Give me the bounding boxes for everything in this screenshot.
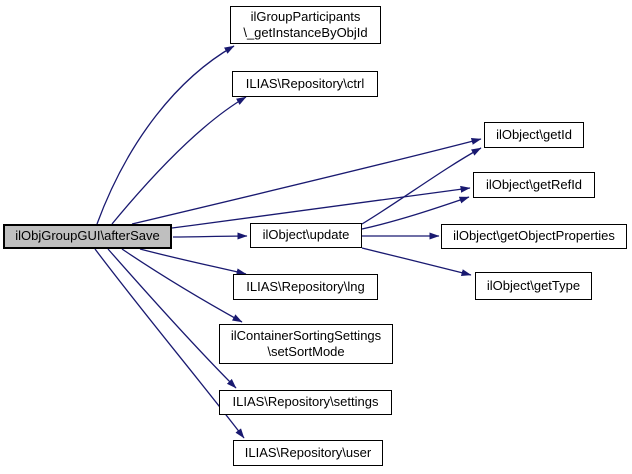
- graph-node-settings[interactable]: ILIAS\Repository\settings: [219, 390, 392, 415]
- graph-node-getObjectProperties[interactable]: ilObject\getObjectProperties: [441, 224, 627, 249]
- call-edge-afterSave-to-ctrl: [111, 96, 247, 225]
- call-edge-update-to-getId: [361, 147, 482, 225]
- graph-node-ctrl[interactable]: ILIAS\Repository\ctrl: [232, 71, 378, 97]
- call-edge-afterSave-to-setSortMode: [121, 248, 243, 323]
- graph-node-afterSave: ilObjGroupGUI\afterSave: [3, 224, 172, 249]
- call-edge-afterSave-to-lng: [139, 248, 247, 276]
- call-edge-update-to-getRefId: [361, 196, 470, 230]
- graph-node-getRefId[interactable]: ilObject\getRefId: [473, 172, 595, 198]
- graph-node-getInstanceByObjId[interactable]: ilGroupParticipants \_getInstanceByObjId: [230, 6, 381, 44]
- graph-node-getType[interactable]: ilObject\getType: [475, 272, 592, 300]
- graph-node-update[interactable]: ilObject\update: [250, 223, 362, 248]
- graph-node-lng[interactable]: ILIAS\Repository\lng: [233, 274, 378, 300]
- call-edge-afterSave-to-getRefId: [171, 185, 471, 229]
- call-edge-afterSave-to-settings: [107, 248, 237, 389]
- call-edge-afterSave-to-getInstanceByObjId: [96, 45, 235, 225]
- graph-node-setSortMode[interactable]: ilContainerSortingSettings \setSortMode: [219, 324, 393, 364]
- graph-node-user[interactable]: ILIAS\Repository\user: [233, 440, 383, 466]
- call-edge-afterSave-to-user: [94, 248, 245, 439]
- call-edge-afterSave-to-update: [172, 232, 248, 240]
- call-edge-afterSave-to-getId: [131, 137, 482, 225]
- call-edge-update-to-getType: [361, 247, 472, 277]
- graph-node-getId[interactable]: ilObject\getId: [484, 122, 584, 148]
